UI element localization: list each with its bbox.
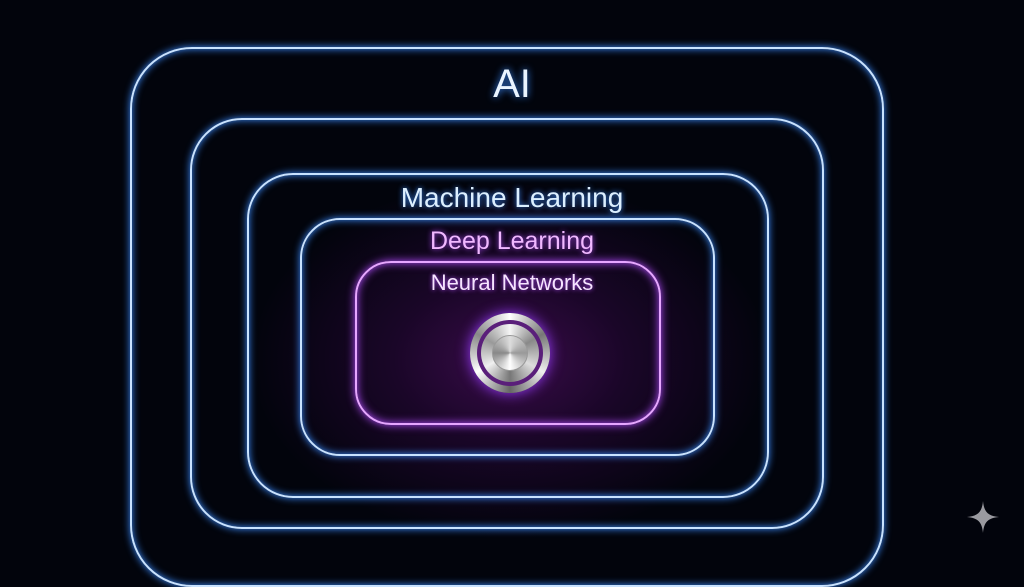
metal-knob-icon (470, 313, 550, 393)
ai-label: AI (493, 62, 531, 106)
intermediate-layer-box (190, 118, 824, 529)
machine-learning-label: Machine Learning (400, 182, 624, 213)
machine-learning-layer-box (247, 173, 769, 498)
deep-learning-layer-box (300, 218, 715, 456)
deep-learning-label: Deep Learning (429, 227, 594, 255)
sparkle-icon (967, 501, 999, 533)
neural-networks-layer-box (355, 261, 661, 425)
neural-networks-label: Neural Networks (430, 270, 594, 295)
